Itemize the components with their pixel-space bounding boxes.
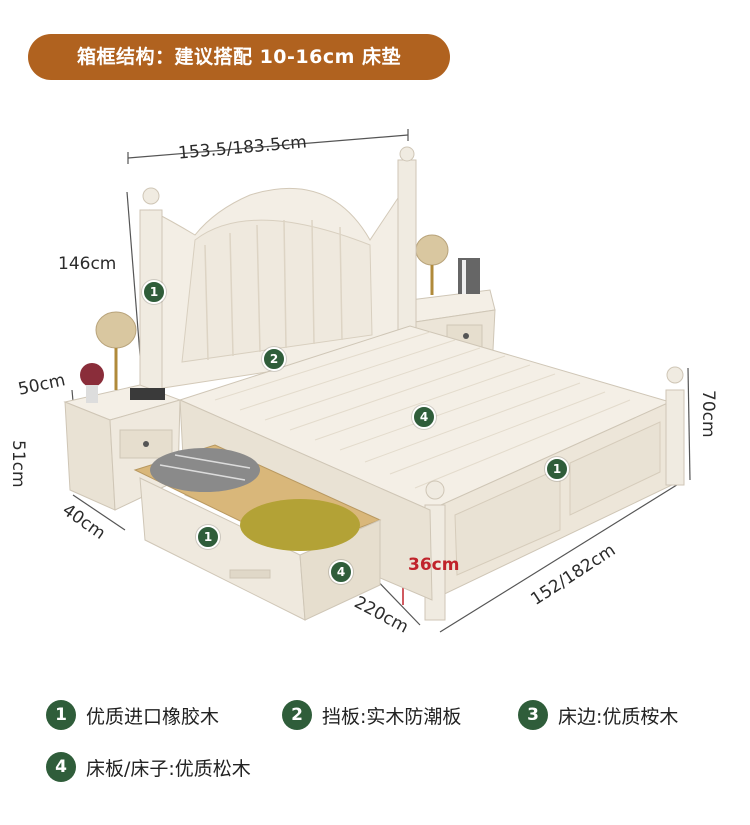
title-banner: 箱框结构：建议搭配 10-16cm 床垫 bbox=[28, 34, 450, 80]
legend-number: 3 bbox=[518, 700, 548, 730]
legend-item: 4 床板/床子:优质松木 bbox=[46, 752, 251, 782]
legend-number: 4 bbox=[46, 752, 76, 782]
headboard-height-label: 146cm bbox=[58, 254, 117, 274]
left-nightstand bbox=[63, 311, 182, 511]
legend-label: 优质进口橡胶木 bbox=[86, 705, 220, 728]
marker-drawer-inner: 4 bbox=[329, 560, 353, 584]
legend-number: 1 bbox=[46, 700, 76, 730]
footboard-height-label: 70cm bbox=[698, 390, 718, 438]
marker-headboard-panel: 2 bbox=[262, 347, 286, 371]
nightstand-height-label: 51cm bbox=[8, 440, 28, 488]
marker-bed-slats: 4 bbox=[412, 405, 436, 429]
marker-footboard: 1 bbox=[545, 457, 569, 481]
legend-label: 床边:优质桉木 bbox=[558, 705, 679, 728]
legend-item: 2 挡板:实木防潮板 bbox=[282, 700, 461, 730]
legend-label: 床板/床子:优质松木 bbox=[86, 757, 251, 780]
marker-drawer: 1 bbox=[196, 525, 220, 549]
drawer-height-label: 36cm bbox=[408, 555, 460, 575]
legend-number: 2 bbox=[282, 700, 312, 730]
legend-item: 3 床边:优质桉木 bbox=[518, 700, 678, 730]
legend-item: 1 优质进口橡胶木 bbox=[46, 700, 219, 730]
bed-drawing bbox=[63, 129, 691, 633]
marker-headboard-post: 1 bbox=[142, 280, 166, 304]
bed-illustration: 153.5/183.5cm 146cm 50cm 51cm 40cm 70cm … bbox=[0, 100, 750, 660]
legend-label: 挡板:实木防潮板 bbox=[322, 705, 462, 728]
